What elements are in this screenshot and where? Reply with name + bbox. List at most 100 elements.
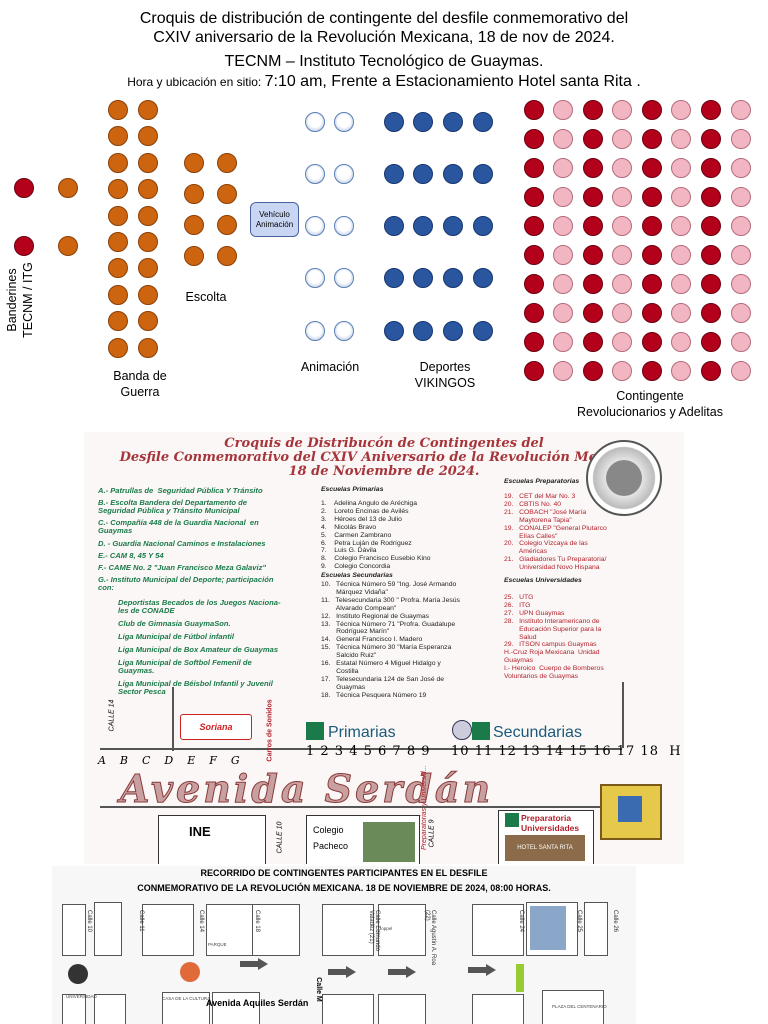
primaria-item: 4. Nicolás Bravo — [321, 523, 377, 531]
calle14-label: CALLE 14 — [108, 699, 116, 732]
secundarias-icon — [472, 722, 490, 740]
contingente-dot — [612, 187, 632, 207]
contingente-dot — [612, 100, 632, 120]
secundaria-item: 16. Estatal Número 4 Miguel Hidalgo y — [321, 660, 441, 667]
street-label: Calle 11 — [138, 910, 144, 932]
primaria-item: 9. Colegio Concordia — [321, 563, 391, 571]
contingente-dot — [583, 361, 603, 381]
prepa-item: 19. CET del Mar No. 3 — [504, 493, 576, 500]
contingente-dot — [524, 216, 544, 236]
street-label: Calle 18 — [254, 910, 260, 933]
banda-dot — [138, 258, 158, 279]
contingente-dot — [583, 129, 603, 149]
turn-arrow — [516, 964, 524, 992]
secundaria-item: Rodríguez Marín" — [321, 628, 390, 636]
city-block — [322, 994, 374, 1024]
city-block — [94, 994, 126, 1024]
secundaria-item: 13. Técnica Número 71 "Profra. Guadalupe — [321, 620, 456, 628]
contingente-dot — [701, 158, 721, 178]
prepa-item: 21. Gladiadores Tu Preparatoria/ — [504, 556, 607, 564]
ine-building: INE — [158, 815, 266, 864]
animacion-dot — [305, 164, 325, 184]
contingente-dot — [612, 303, 632, 323]
deportes-dot — [384, 164, 404, 184]
deporte-item: Guaymas. — [118, 666, 155, 675]
contingente-dot — [701, 216, 721, 236]
contingente-dot — [701, 303, 721, 323]
city-block — [542, 990, 604, 1024]
contingente-dot — [731, 187, 751, 207]
banda-dot — [138, 205, 158, 226]
contingente-label-2: Revolucionarios y Adelitas — [577, 405, 723, 419]
colegio-label-2: Pacheco — [313, 841, 349, 851]
deportes-dot — [473, 268, 493, 288]
contingente-dot — [731, 100, 751, 120]
prepas-column: Escuelas Preparatorias 19. CET del Mar N… — [504, 478, 684, 718]
deportes-label: Deportes VIKINGOS — [400, 359, 490, 391]
calle9-label: CALLE 9 — [428, 819, 436, 848]
contingent-numbers: 1 2 3 4 5 6 7 8 9 10 11 12 13 14 15 16 1… — [306, 744, 684, 759]
contingente-dot — [642, 129, 662, 149]
route-arrow-head — [258, 958, 268, 970]
contingente-dot — [612, 129, 632, 149]
contingente-dot — [671, 187, 691, 207]
street-label: Calle Edmundo Valadéz (21) — [368, 910, 380, 952]
contingente-dot — [671, 245, 691, 265]
contingente-dot — [524, 361, 544, 381]
city-block — [472, 904, 524, 956]
univ-item: Guaymas — [504, 657, 534, 665]
contingente-dot — [731, 129, 751, 149]
secundarias-heading: Escuelas Secundarias — [321, 572, 393, 579]
deportes-dot — [443, 164, 463, 184]
prepa-sign-1: Preparatoria — [521, 813, 572, 823]
contingente-dot — [642, 100, 662, 120]
contingente-dot — [583, 187, 603, 207]
city-block — [322, 904, 374, 956]
banda-dot — [108, 311, 128, 332]
banda-dot — [138, 311, 158, 332]
deportes-dot — [384, 268, 404, 288]
contingente-dot — [612, 245, 632, 265]
carros-label: Carros de Sonidos — [266, 699, 274, 762]
contingente-dot — [553, 332, 573, 352]
vehiculo-label: Vehículo Animación — [255, 209, 294, 229]
colegio-label-1: Colegio — [313, 825, 344, 835]
deportes-label-1: Deportes — [419, 360, 471, 374]
deporte-item: Club de Gimnasia GuaymaSon. — [118, 619, 231, 628]
deportes-dot — [443, 112, 463, 132]
hotel-logo-inner — [618, 796, 642, 822]
univ-item: 29. ITSON campus Guaymas — [504, 641, 597, 649]
escolta-dot — [217, 153, 237, 173]
contingente-label-1: Contingente — [616, 389, 684, 403]
ine-label: INE — [189, 824, 211, 839]
city-block — [472, 994, 524, 1024]
secundaria-item: 18. Técnica Pesquera Número 19 — [321, 691, 427, 699]
contingente-dot — [671, 274, 691, 294]
prepa-item: 20. Colegio Vizcaya de las — [504, 540, 588, 548]
contingente-dot — [671, 303, 691, 323]
deporte-item: Liga Municipal de Softbol Femenil de — [118, 658, 252, 667]
contingente-dot — [553, 303, 573, 323]
deportes-dot — [384, 216, 404, 236]
deportes-dot — [473, 164, 493, 184]
contingente-dot — [612, 361, 632, 381]
contingente-dot — [583, 245, 603, 265]
escolta-label: Escolta — [185, 290, 227, 304]
secundaria-item: Salcido Ruiz" — [321, 652, 377, 660]
animacion-dot — [334, 164, 354, 184]
contingente-dot — [524, 187, 544, 207]
banda-label: Banda de Guerra — [100, 368, 180, 400]
contingente-dot — [642, 361, 662, 381]
street-label: Calle 10 — [86, 910, 92, 933]
small-label: PLAZA DEL CENTENARIO — [552, 1004, 607, 1009]
animacion-dot — [305, 216, 325, 236]
deportes-dot — [413, 321, 433, 341]
small-label: Coppel — [378, 926, 393, 931]
calle-m-label: Calle M — [314, 977, 322, 1002]
primarias-heading: Escuelas Primarias — [321, 486, 384, 493]
contingente-dot — [553, 274, 573, 294]
city-block — [62, 904, 86, 956]
route-arrow-head — [346, 966, 356, 978]
secundarias-emblem — [452, 720, 472, 740]
contingente-dot — [642, 158, 662, 178]
